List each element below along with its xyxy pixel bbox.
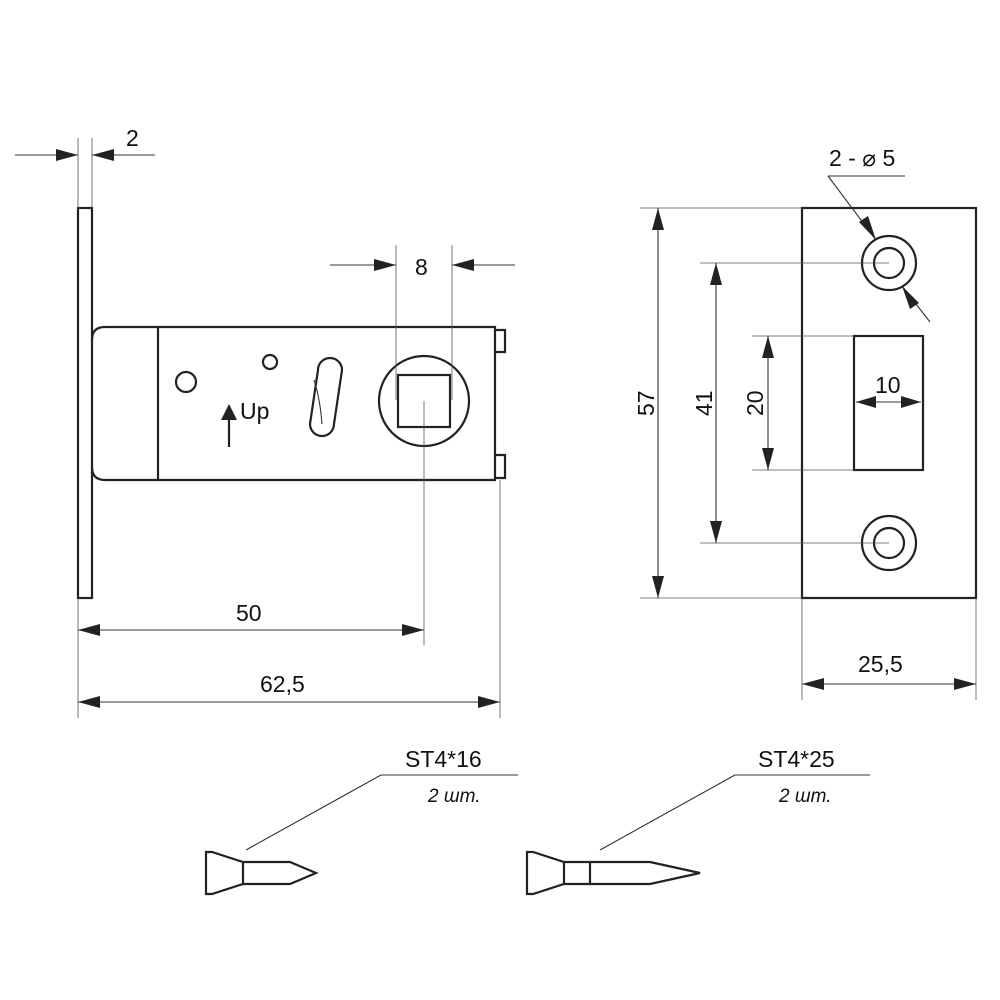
screw-long-qty: 2 шт. — [778, 786, 832, 807]
up-label: Up — [240, 398, 269, 424]
dim-hole-spacing: 41 — [691, 262, 889, 544]
screw-short-qty: 2 шт. — [427, 786, 481, 807]
latch-face-plate — [76, 206, 94, 600]
dim-opening-width: 10 — [856, 372, 921, 408]
latch-hole-large — [174, 370, 198, 394]
dim-strike-width-label: 25,5 — [858, 651, 903, 677]
dim-opening-width-label: 10 — [875, 372, 901, 398]
dim-backset: 50 — [77, 401, 425, 718]
dim-backset-square-label: 8 — [415, 254, 428, 280]
dim-hole-spec-label: 2 - ⌀ 5 — [829, 145, 895, 171]
dim-hole-spec: 2 - ⌀ 5 — [827, 145, 931, 323]
strike-opening — [852, 334, 925, 472]
screw-long — [525, 850, 701, 896]
dim-hole-spacing-label: 41 — [691, 390, 717, 416]
dim-backset-label: 50 — [236, 600, 262, 626]
dim-backset-square: 8 — [330, 245, 515, 400]
screw-short-spec: ST4*16 — [405, 746, 482, 772]
dim-total-length: 62,5 — [78, 480, 501, 718]
dim-strike-width: 25,5 — [801, 598, 977, 700]
latch-slot-inner — [313, 379, 323, 425]
latch-end-tab-top — [495, 328, 507, 354]
dim-total-length-label: 62,5 — [260, 671, 305, 697]
dim-plate-thickness-label: 2 — [126, 125, 139, 151]
screw-short — [204, 850, 319, 896]
latch-side-view: Up — [76, 206, 507, 600]
up-arrow-icon — [221, 404, 237, 447]
latch-end-tab-bottom — [495, 453, 507, 480]
strike-plate-view — [800, 206, 978, 600]
screw-short-callout: ST4*16 2 шт. — [245, 746, 518, 851]
screw-long-spec: ST4*25 — [758, 746, 835, 772]
latch-slot — [308, 356, 344, 438]
latch-hole-small — [261, 353, 279, 371]
dim-plate-thickness: 2 — [15, 125, 155, 208]
screw-long-callout: ST4*25 2 шт. — [599, 746, 870, 851]
dim-opening-height-label: 20 — [742, 390, 768, 416]
dim-strike-height-label: 57 — [633, 390, 659, 416]
dim-strike-height: 57 — [633, 207, 802, 599]
strike-plate — [800, 206, 978, 600]
latch-body — [90, 325, 497, 482]
dim-opening-height: 20 — [742, 335, 854, 471]
